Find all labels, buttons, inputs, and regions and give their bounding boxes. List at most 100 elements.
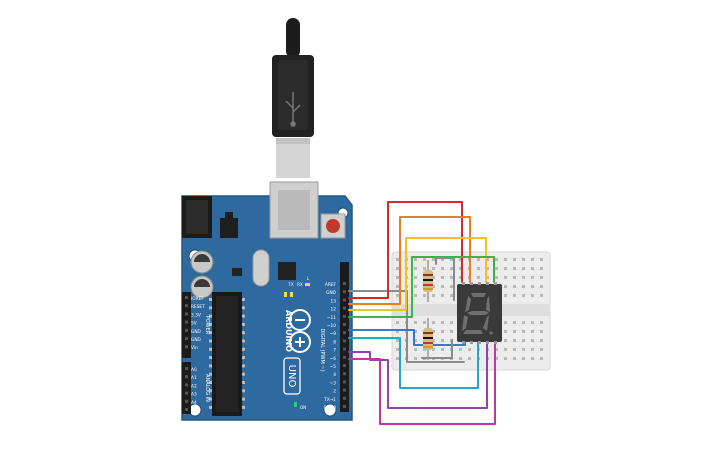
digital-pin-label: 8 (333, 339, 336, 345)
led-l-label: L (307, 276, 310, 281)
analog-pin[interactable] (185, 408, 188, 411)
brand-label: ARDUINO (284, 310, 293, 352)
power-pin[interactable] (185, 312, 188, 316)
digital-pin[interactable] (343, 339, 346, 343)
digital-pin-label: RX←0 (324, 405, 337, 411)
digital-pin-label: 4 (333, 372, 336, 378)
led-rx (290, 292, 293, 297)
led-on (294, 402, 297, 407)
power-pin[interactable] (185, 320, 188, 324)
power-pin-label: 3.3V (191, 312, 201, 318)
power-pin[interactable] (185, 304, 188, 308)
digital-pin-label: TX→1 (323, 397, 336, 403)
digital-pin[interactable] (343, 282, 346, 285)
smd-component (232, 268, 242, 276)
capacitor-2 (190, 275, 214, 299)
power-pin[interactable] (185, 296, 188, 299)
digital-pin[interactable] (343, 290, 346, 294)
digital-pin-label: 12 (331, 307, 337, 313)
digital-pin-label: ~6 (330, 356, 337, 362)
usb-cable[interactable] (272, 18, 314, 178)
led-rx-label: RX (297, 282, 303, 287)
crystal (252, 249, 270, 287)
digital-pin-label: ~5 (330, 364, 337, 370)
arduino-board[interactable]: AREF GND 13 12 ~11 ~10 ~9 8 7 ~6 ~5 4 ~3 2TX→1RX←0 IOR… (181, 181, 353, 421)
analog-label: ANALOG IN (204, 374, 210, 402)
digital-pin-label: ~9 (330, 331, 337, 337)
digital-pin[interactable] (343, 372, 346, 376)
digital-pin[interactable] (343, 331, 346, 335)
reset-button[interactable] (320, 213, 346, 239)
capacitor-1 (190, 250, 214, 274)
power-pin[interactable] (185, 337, 188, 340)
digital-pin-label: ~3 (330, 380, 337, 386)
digital-header (340, 262, 349, 412)
led-on-label: ON (300, 405, 306, 410)
analog-header (182, 362, 191, 414)
analog-pin-label: A3 (191, 392, 197, 398)
digital-label: DIGITAL (PWM ~) (319, 328, 325, 371)
wire-resistor-2[interactable] (421, 339, 453, 359)
led-l (305, 283, 310, 286)
analog-pin[interactable] (185, 375, 188, 379)
model-badge: UNO (283, 357, 301, 395)
wire-gnd[interactable] (348, 290, 465, 363)
digital-pin[interactable] (343, 388, 346, 392)
wire-resistor-1[interactable] (435, 257, 455, 301)
digital-pin-label: ~10 (327, 323, 336, 329)
digital-pin[interactable] (343, 364, 346, 367)
digital-pin-label: ~11 (327, 315, 336, 321)
power-pin-label: GND (191, 337, 202, 343)
power-pin-label: 5V (191, 321, 197, 327)
resistor-1[interactable] (423, 260, 433, 302)
digital-pin-label: 13 (331, 298, 337, 304)
power-pin[interactable] (185, 345, 188, 349)
power-pin-label: GND (191, 329, 202, 335)
analog-pin[interactable] (185, 391, 188, 395)
led-tx (284, 292, 287, 297)
digital-pin[interactable] (343, 298, 346, 302)
resistor-2[interactable] (423, 318, 433, 360)
arduino-logo-icon (289, 309, 311, 353)
digital-pin[interactable] (343, 347, 346, 351)
wire-13[interactable] (348, 201, 463, 299)
wires (348, 201, 496, 425)
wire-10[interactable] (348, 256, 495, 318)
wire-11[interactable] (348, 237, 487, 311)
usb-b-jack (269, 181, 319, 239)
seven-segment-display[interactable] (457, 282, 502, 344)
digital-pin[interactable] (343, 396, 346, 400)
analog-pin[interactable] (185, 399, 188, 403)
analog-pin-label: A0 (191, 367, 197, 373)
digital-pin[interactable] (343, 323, 346, 326)
power-pin-label: Vin (191, 345, 198, 351)
analog-pin-label: A1 (191, 375, 197, 381)
digital-pin[interactable] (343, 306, 346, 310)
digital-pin[interactable] (343, 355, 346, 359)
segment-digit (462, 293, 493, 335)
digital-pin[interactable] (343, 405, 346, 408)
analog-pin[interactable] (185, 367, 188, 370)
digital-pin[interactable] (343, 380, 346, 384)
digital-pin-label: 2 (333, 389, 336, 395)
power-header (182, 292, 191, 358)
analog-pin-label: A4 (191, 400, 197, 406)
usb-chip (278, 262, 296, 280)
voltage-regulator (220, 212, 238, 238)
power-pin-label: IOREF (191, 296, 204, 302)
wire-8[interactable] (348, 337, 479, 389)
analog-pin[interactable] (185, 383, 188, 387)
digital-pin-label: 7 (333, 348, 336, 354)
model-label: UNO (286, 365, 297, 388)
digital-pin-label: AREF (325, 282, 337, 288)
power-label: POWER (204, 316, 210, 335)
dc-power-jack (182, 196, 212, 238)
wire-7[interactable] (348, 339, 488, 409)
analog-pin-label: A2 (191, 383, 197, 389)
usb-logo-icon (285, 92, 301, 127)
power-pin[interactable] (185, 328, 188, 332)
digital-pin-label: GND (326, 290, 337, 296)
digital-pin[interactable] (343, 314, 346, 318)
wire-6[interactable] (348, 339, 496, 425)
